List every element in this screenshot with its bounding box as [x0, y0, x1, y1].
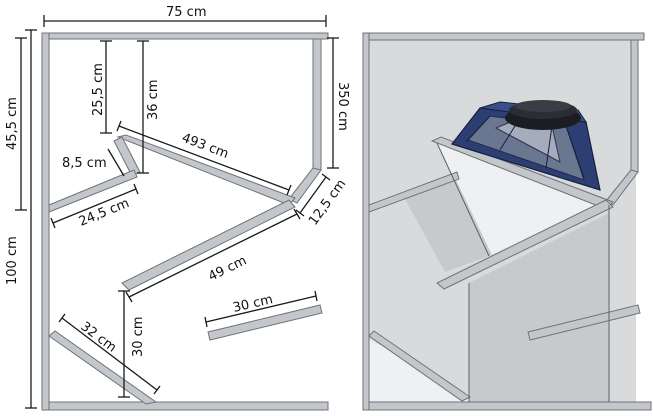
long-diagonal-board — [121, 199, 296, 291]
left-shelf-board — [48, 169, 138, 213]
render-right-wall — [630, 39, 639, 173]
label-inner-drop-1: 25,5 cm — [91, 63, 106, 116]
render-left-wall — [362, 32, 370, 411]
upper-diagonal-board — [116, 134, 296, 206]
render-lower-column — [469, 213, 609, 404]
small-lip-board — [113, 136, 141, 177]
render-boards — [362, 32, 652, 411]
label-vertical-lower: 30 cm — [131, 317, 146, 358]
left-wall — [41, 32, 50, 411]
render-right-connector — [605, 169, 639, 206]
render-top-board — [362, 32, 645, 41]
dimension-lines — [15, 15, 339, 409]
section-boards — [41, 32, 329, 411]
label-small-lip: 8,5 cm — [62, 156, 107, 171]
lower-left-diagonal-board — [48, 330, 158, 405]
render-bottom-board — [362, 401, 652, 411]
loose-panel-board — [207, 304, 323, 341]
right-connector-board — [288, 167, 322, 204]
render-shaded-block — [404, 180, 492, 272]
label-top-width: 75 cm — [166, 5, 207, 20]
render-long-diagonal — [436, 199, 614, 290]
render-left-shelf — [368, 171, 460, 213]
label-lower-left-height: 100 cm — [5, 236, 20, 285]
speaker-driver-icon — [450, 100, 601, 191]
label-upper-left-height: 45,5 cm — [5, 97, 20, 150]
render-upper-diagonal — [430, 136, 614, 210]
render-light-face — [437, 143, 607, 256]
label-right-wall-height: 350 cm — [335, 82, 350, 131]
render-loose-panel — [527, 304, 641, 341]
render-lower-diagonal — [368, 330, 471, 402]
label-inner-drop-2: 36 cm — [146, 80, 161, 121]
